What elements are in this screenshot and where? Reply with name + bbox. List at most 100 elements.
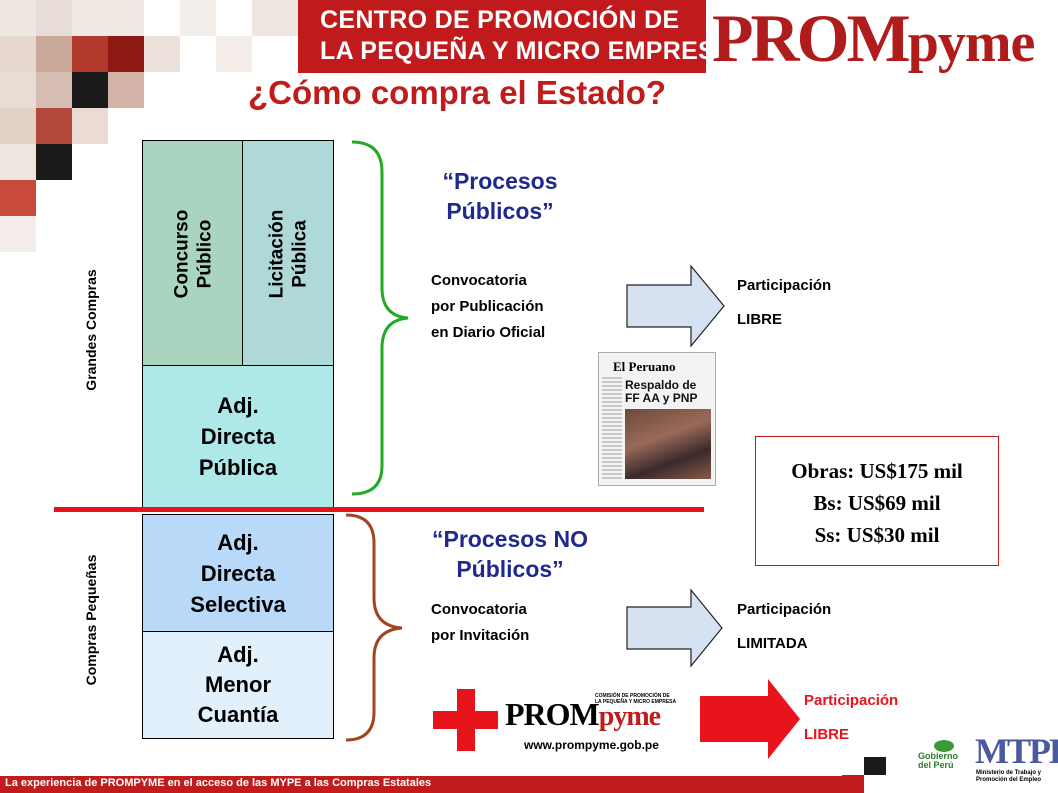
header-banner	[298, 0, 706, 73]
threshold-servicios: Ss: US$30 mil	[814, 523, 940, 547]
footer-text: La experiencia de PROMPYME en el acceso …	[5, 777, 432, 789]
newspaper-headline-2: FF AA y PNP	[625, 391, 698, 405]
banner-title-line2: LA PEQUEÑA Y MICRO EMPRESA	[320, 37, 734, 65]
part-red-label: Participación	[804, 692, 899, 709]
adj-selectiva-line3: Selectiva	[190, 592, 286, 617]
conv-inv-line1: Convocatoria	[431, 601, 527, 618]
procesos-no-publicos-line2: Públicos”	[456, 556, 564, 582]
procesos-no-publicos-title: “Procesos NO Públicos”	[402, 524, 618, 584]
decor-square	[36, 144, 72, 180]
decor-square	[0, 72, 36, 108]
prompyme-logo: PROMpyme	[712, 4, 1036, 74]
prompyme-logo-small: PROMpyme	[505, 696, 661, 732]
arrow-red-libre	[700, 679, 800, 759]
prompyme-small-prom: PROM	[505, 696, 600, 732]
mtpe-sub-2: Promoción del Empleo	[976, 777, 1042, 783]
decor-square	[0, 144, 36, 180]
adj-publica-line3: Pública	[198, 455, 278, 480]
adj-menor-line1: Adj.	[217, 642, 259, 667]
part-libre-label: Participación	[737, 277, 832, 294]
decor-square	[0, 216, 36, 252]
adj-publica-line2: Directa	[200, 424, 276, 449]
procesos-publicos-line2: Públicos”	[446, 198, 554, 224]
decor-square	[864, 757, 886, 775]
logo-pyme-text: pyme	[907, 12, 1036, 74]
prompyme-small-2: LA PEQUEÑA Y MICRO EMPRESA	[595, 699, 677, 705]
thresholds-box: Obras: US$175 mil Bs: US$69 mil Ss: US$3…	[755, 436, 999, 566]
decor-square	[72, 36, 108, 72]
decor-square	[0, 0, 36, 36]
divider-line	[54, 507, 704, 512]
part-limitada-value: LIMITADA	[737, 635, 808, 652]
newspaper-name: El Peruano	[613, 359, 676, 374]
mtpe-sub-1: Ministerio de Trabajo y	[976, 770, 1042, 776]
conv-pub-line3: en Diario Oficial	[431, 324, 546, 341]
adj-publica-line1: Adj.	[217, 393, 259, 418]
decor-square	[0, 180, 36, 216]
prompyme-small-pyme: pyme	[598, 701, 661, 732]
decor-square	[36, 0, 72, 36]
adj-menor-line2: Menor	[205, 672, 271, 697]
convocatoria-publicacion: Convocatoria por Publicación en Diario Ofi…	[431, 268, 545, 346]
part-libre-value: LIBRE	[737, 311, 782, 328]
prompyme-small-1: COMISIÓN DE PROMOCIÓN DE	[595, 693, 670, 699]
plus-icon	[433, 689, 498, 751]
decor-square	[72, 0, 108, 36]
arrow-no-publicos	[626, 588, 723, 668]
logo-prom-text: PROM	[712, 0, 911, 76]
decor-square	[216, 36, 252, 72]
decor-square	[252, 0, 298, 36]
conv-pub-line2: por Publicación	[431, 298, 544, 315]
convocatoria-invitacion: Convocatoria por Invitación	[431, 597, 529, 649]
decor-square	[144, 36, 180, 72]
decor-square	[108, 36, 144, 72]
prompyme-url: www.prompyme.gob.pe	[524, 738, 659, 752]
decor-square	[72, 108, 108, 144]
part-red-value: LIBRE	[804, 726, 849, 743]
newspaper-headline-1: Respaldo de	[625, 378, 697, 392]
decor-square	[36, 72, 72, 108]
gob-line2: del Perú	[918, 760, 954, 770]
decor-square	[36, 108, 72, 144]
brace-no-publicos	[345, 513, 403, 742]
brace-publicos	[351, 140, 409, 496]
decor-square	[0, 108, 36, 144]
footer-bar: La experiencia de PROMPYME en el acceso …	[0, 776, 864, 793]
part-limitada-label: Participación	[737, 601, 832, 618]
decor-square	[108, 72, 144, 108]
gobierno-peru-logo-mark	[934, 740, 954, 752]
decor-square	[180, 0, 216, 36]
newspaper-left-column	[602, 377, 622, 481]
conv-inv-line2: por Invitación	[431, 627, 530, 644]
newspaper-photo	[625, 409, 711, 479]
decor-square	[0, 36, 36, 72]
adj-menor-line3: Cuantía	[197, 702, 279, 727]
conv-pub-line1: Convocatoria	[431, 272, 527, 289]
decor-square	[36, 36, 72, 72]
adj-selectiva-line2: Directa	[200, 561, 276, 586]
gob-line1: Gobierno	[918, 751, 958, 761]
decor-square	[108, 0, 144, 36]
banner-title-line1: CENTRO DE PROMOCIÓN DE	[320, 6, 680, 34]
decor-square	[72, 72, 108, 108]
threshold-bienes: Bs: US$69 mil	[813, 491, 941, 515]
mtpe-logo: MTPE	[975, 731, 1058, 771]
procesos-no-publicos-line1: “Procesos NO	[432, 526, 588, 552]
page-title: ¿Cómo compra el Estado?	[248, 74, 667, 111]
adj-selectiva-line1: Adj.	[217, 530, 259, 555]
arrow-publicos	[626, 264, 725, 348]
